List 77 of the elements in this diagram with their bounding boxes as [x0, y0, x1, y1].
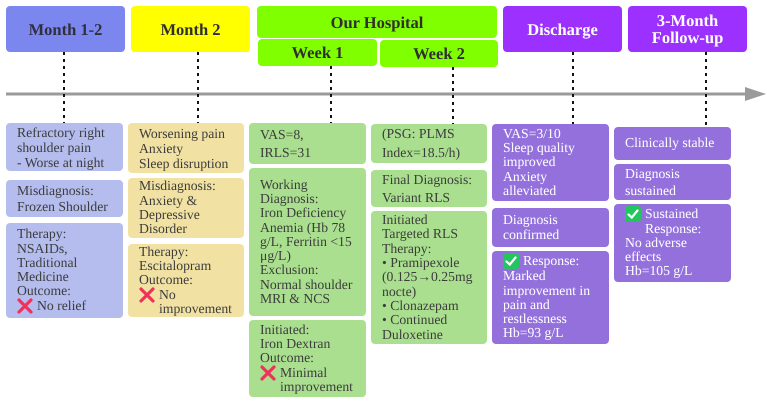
event-card [492, 208, 609, 247]
dotted-connector [572, 52, 574, 124]
phase-label: Our Hospital [330, 14, 424, 30]
event-card [249, 123, 366, 164]
card-text: (PSG: PLMS Index=18.5/h) [382, 125, 462, 162]
event-card [249, 320, 366, 397]
card-text: Final Diagnosis: Variant RLS [382, 170, 474, 206]
event-card [6, 180, 123, 217]
card-text: Outcome: [139, 273, 193, 288]
event-card [6, 123, 123, 171]
card-text: Worsening pain [139, 126, 226, 140]
card-text: VAS=3/10 [503, 126, 562, 142]
card-text: Hb=105 g/L [625, 264, 694, 279]
card-text: Iron Deficiency Anemia (Hb 78 g/L, Ferritin <15 μg/L) [260, 206, 353, 264]
event-card [128, 178, 244, 238]
card-text: Outcome: [17, 284, 72, 299]
card-text: No improvement [159, 288, 233, 316]
event-card [249, 168, 366, 316]
event-card [371, 170, 487, 207]
card-text: Anxiety alleviated [503, 170, 558, 198]
card-text: Sleep quality improved [503, 141, 576, 170]
card-text: Marked improvement in pain and restlessness [503, 269, 592, 326]
card-text: Initiated Targeted RLS Therapy: [382, 213, 459, 256]
card-text: Sleep disruption [139, 156, 230, 170]
card-text: Diagnosis sustained [625, 165, 681, 199]
event-card [492, 251, 609, 344]
card-text: Clinically stable [625, 136, 716, 151]
phase-label: 3-Month Follow-up [650, 12, 724, 46]
phase-label: Week 2 [413, 45, 465, 62]
dotted-connector [705, 52, 707, 127]
card-text: Refractory right shoulder pain [17, 124, 106, 154]
card-text: Diagnosis confirmed [503, 213, 560, 242]
phase-header [131, 6, 250, 52]
event-card [492, 124, 609, 201]
card-text: Misdiagnosis: Frozen Shoulder [17, 182, 109, 214]
card-text: VAS=8, IRLS=31 [260, 126, 312, 162]
card-text: • Pramipexole (0.125→0.25mg nocte) [382, 256, 474, 299]
card-text: Iron Dextran [260, 337, 332, 352]
card-text: - Worse at night [17, 154, 106, 170]
event-card [614, 127, 731, 160]
card-text: Sustained Response: [645, 207, 702, 236]
event-card [128, 123, 244, 173]
card-text: Minimal improvement [280, 366, 354, 394]
phase-label: Month 2 [160, 20, 221, 38]
card-text: Therapy: NSAIDs, Traditional Medicine [17, 227, 78, 284]
card-text: Outcome: [260, 351, 315, 366]
card-text: Exclusion: Normal shoulder MRI & NCS [260, 263, 353, 306]
phase-header [380, 40, 498, 67]
dotted-connector [63, 52, 65, 123]
dotted-connector [452, 67, 454, 124]
card-text: Working Diagnosis: [260, 178, 320, 206]
dotted-connector [330, 66, 332, 123]
dotted-connector [197, 52, 199, 123]
card-text: Response: [523, 254, 580, 269]
card-text: Therapy: Escitalopram [139, 244, 212, 274]
card-text: Misdiagnosis: Anxiety & Depressive Disorder [139, 179, 217, 237]
event-card [128, 244, 244, 317]
card-text: Anxiety [139, 140, 184, 156]
card-text: • Continued Duloxetine [382, 313, 448, 342]
phase-header [257, 6, 497, 38]
phase-label: Week 1 [292, 44, 344, 61]
phase-header [6, 6, 125, 52]
card-text: No relief [37, 298, 86, 314]
event-card [371, 124, 487, 163]
phase-header [258, 39, 377, 66]
card-text: • Clonazepam [382, 298, 460, 314]
phase-header [503, 6, 622, 52]
card-text: No adverse effects [625, 236, 687, 264]
event-card [371, 211, 487, 344]
event-card [614, 164, 731, 200]
card-text: Hb=93 g/L [503, 326, 565, 341]
card-text: Initiated: [260, 322, 310, 338]
phase-header [628, 6, 747, 52]
phase-label: Discharge [527, 20, 598, 38]
event-card [6, 223, 123, 318]
phase-label: Month 1-2 [28, 20, 102, 38]
event-card [614, 204, 731, 282]
